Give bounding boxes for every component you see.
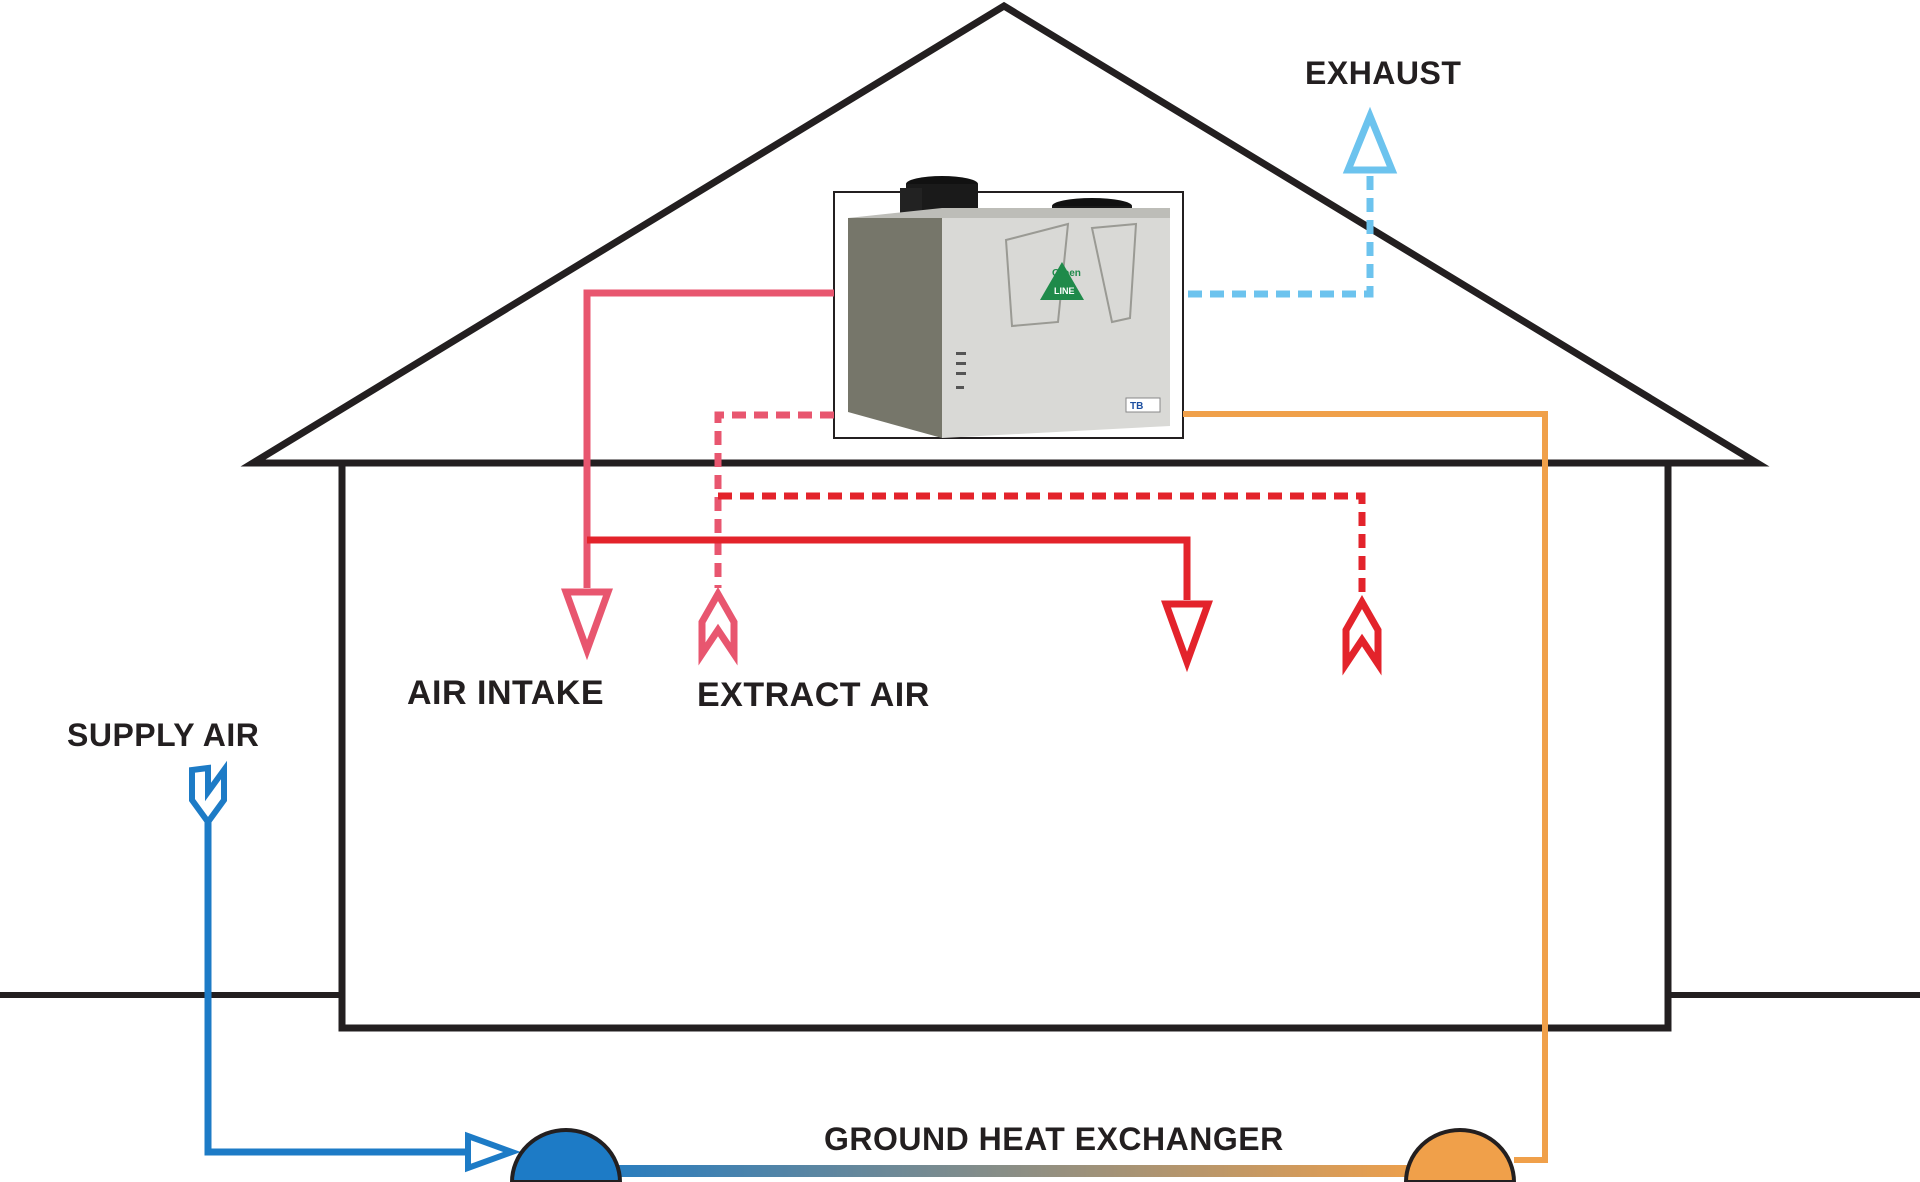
pre-heated-air-duct bbox=[1183, 411, 1548, 1163]
house-walls bbox=[338, 463, 1672, 1032]
ground-heat-exchanger bbox=[509, 1128, 1517, 1182]
green-line-logo bbox=[1040, 262, 1084, 300]
ghe-cold-dome bbox=[509, 1128, 623, 1182]
supply-air-inlet-arrow-icon bbox=[465, 1131, 521, 1173]
supply-air-label: SUPPLY AIR bbox=[67, 717, 259, 753]
supply-air-arrow-icon bbox=[189, 760, 227, 828]
supply-inside-duct bbox=[587, 536, 1213, 673]
unit-side bbox=[848, 218, 942, 438]
air-intake-duct bbox=[561, 289, 834, 661]
air-intake-arrow-icon bbox=[561, 588, 613, 661]
roof bbox=[240, 1, 1770, 467]
maker-badge bbox=[1125, 397, 1161, 413]
air-intake-label: AIR INTAKE bbox=[407, 674, 604, 712]
extract-inside-duct bbox=[718, 492, 1382, 676]
extract-inside-arrow-icon bbox=[1342, 594, 1382, 676]
maker-badge-text: TB bbox=[1130, 401, 1143, 412]
extract-air-duct bbox=[698, 411, 834, 666]
supply-air-duct bbox=[189, 760, 521, 1173]
house-outline bbox=[240, 1, 1770, 1032]
exhaust-duct bbox=[1188, 106, 1398, 298]
ventilation-unit: Green LINE TB bbox=[833, 176, 1184, 439]
exhaust-label: EXHAUST bbox=[1305, 55, 1461, 91]
logo-brand-top: Green bbox=[1052, 268, 1081, 279]
exhaust-arrow-icon bbox=[1342, 106, 1398, 174]
ghe-warm-dome bbox=[1403, 1128, 1517, 1182]
extract-air-label: EXTRACT AIR bbox=[697, 676, 930, 714]
ground-heat-exchanger-label: GROUND HEAT EXCHANGER bbox=[824, 1121, 1284, 1157]
logo-brand-bottom: LINE bbox=[1054, 286, 1075, 296]
ghe-pipe bbox=[566, 1165, 1426, 1177]
unit-front bbox=[942, 218, 1170, 438]
extract-air-arrow-icon bbox=[698, 586, 738, 666]
supply-inside-arrow-icon bbox=[1161, 600, 1213, 673]
